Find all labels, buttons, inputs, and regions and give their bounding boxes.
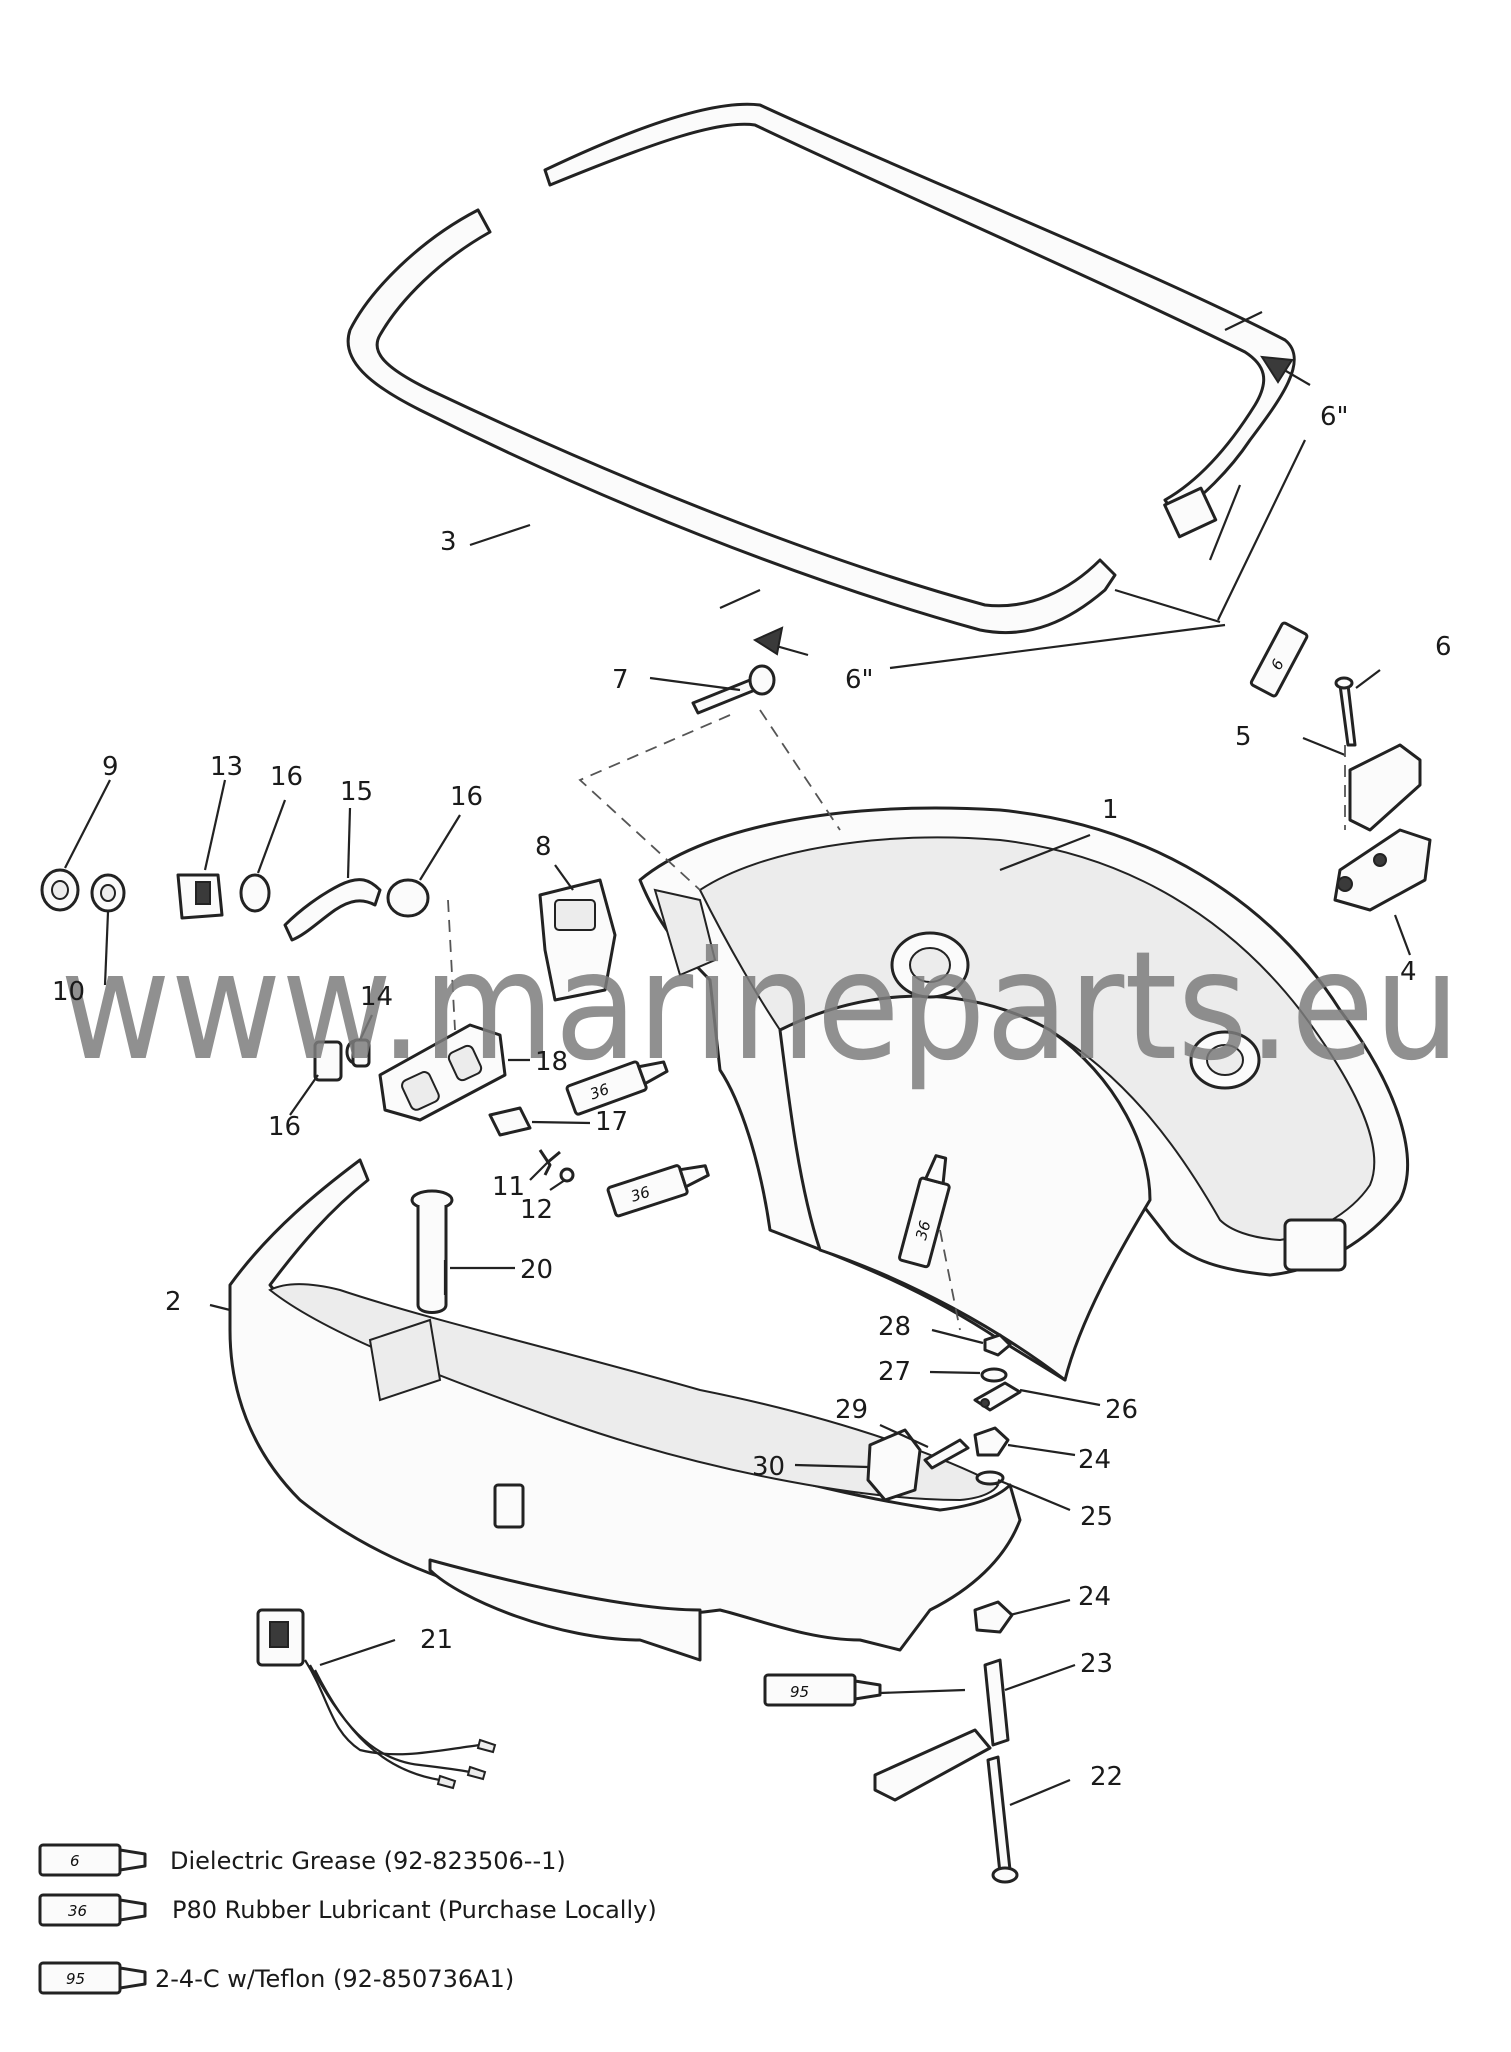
cowl-seal-drawing	[346, 102, 1296, 635]
callout-15: 15	[340, 777, 373, 807]
callout-11: 11	[492, 1172, 525, 1202]
tube-label: 36	[629, 1183, 653, 1206]
callout-1: 1	[1102, 795, 1119, 825]
tube-label: 36	[587, 1080, 611, 1103]
callout-23: 23	[1080, 1649, 1113, 1679]
callout-21: 21	[420, 1625, 453, 1655]
bottom-cowl-drawing	[228, 1158, 1022, 1662]
legend-label: 2-4-C w/Teflon (92-850736A1)	[155, 1965, 514, 1993]
callout-27: 27	[878, 1357, 911, 1387]
callout-16: 16	[450, 782, 483, 812]
callout-2: 2	[165, 1287, 182, 1317]
top-cowl-drawing	[638, 806, 1409, 1382]
callout-10: 10	[52, 977, 85, 1007]
tube-label: 36	[912, 1219, 934, 1242]
callout-labels: 1 2 3 4 5 6 7 8 9 10 11 12 13 14 15 16 1…	[52, 527, 1452, 1792]
callout-28: 28	[878, 1312, 911, 1342]
legend-item: 6 Dielectric Grease (92-823506--1)	[38, 1843, 566, 1877]
grommet-drawing	[410, 1189, 454, 1314]
callout-29: 29	[835, 1395, 868, 1425]
direction-arrows	[719, 311, 1311, 657]
callout-6: 6	[1435, 632, 1452, 662]
callout-17: 17	[595, 1107, 628, 1137]
callout-7: 7	[612, 665, 629, 695]
callout-12: 12	[520, 1195, 553, 1225]
legend-item: 36 P80 Rubber Lubricant (Purchase Locall…	[38, 1893, 657, 1927]
callout-8: 8	[535, 832, 552, 862]
callout-4: 4	[1400, 957, 1417, 987]
callout-24: 24	[1078, 1445, 1111, 1475]
grease-tubes: 36 36 36 6 95	[565, 621, 1309, 1707]
callout-5: 5	[1235, 722, 1252, 752]
legend-tube-number: 6	[70, 1852, 80, 1870]
legend-label: Dielectric Grease (92-823506--1)	[170, 1847, 566, 1875]
callout-22: 22	[1090, 1762, 1123, 1792]
legend: 6 Dielectric Grease (92-823506--1) 36 P8…	[38, 1843, 657, 1995]
callout-26: 26	[1105, 1395, 1138, 1425]
callout-14: 14	[360, 982, 393, 1012]
dimension-left: 6"	[845, 665, 874, 695]
callout-16: 16	[268, 1112, 301, 1142]
legend-tube-number: 36	[68, 1902, 87, 1920]
callout-18: 18	[535, 1047, 568, 1077]
watermark-text: www.marineparts.eu	[60, 920, 1460, 1094]
legend-tube-number: 95	[66, 1970, 85, 1988]
dimension-right: 6"	[1320, 402, 1349, 432]
callout-25: 25	[1080, 1502, 1113, 1532]
legend-label: P80 Rubber Lubricant (Purchase Locally)	[172, 1896, 657, 1924]
callout-13: 13	[210, 752, 243, 782]
callout-9: 9	[102, 752, 119, 782]
leader-lines	[64, 439, 1412, 1807]
callout-24: 24	[1078, 1582, 1111, 1612]
callout-20: 20	[520, 1255, 553, 1285]
small-parts-drawing	[40, 664, 1432, 1884]
callout-3: 3	[440, 527, 457, 557]
callout-16: 16	[270, 762, 303, 792]
tube-label: 95	[790, 1683, 809, 1701]
callout-30: 30	[752, 1452, 785, 1482]
legend-item: 95 2-4-C w/Teflon (92-850736A1)	[38, 1961, 514, 1995]
